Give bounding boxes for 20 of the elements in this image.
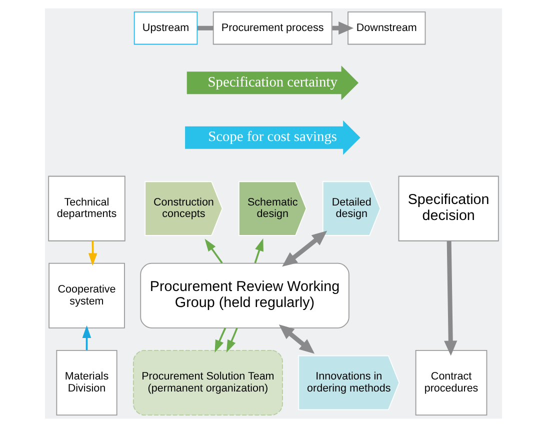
node-box: Contract procedures [414,350,487,416]
node-box: Upstream [133,11,198,45]
arrow [226,328,238,353]
node-box: Downstream [347,11,426,45]
node-box: Materials Division [56,350,117,416]
node-box: Procurement Review Working Group (held regularly) [140,262,349,328]
arrow [214,328,226,353]
node-box: Procurement Solution Team (permanent organization) [132,350,282,416]
connector [196,26,213,30]
node-box: Technical departments [48,176,125,242]
arrow [254,238,263,264]
arrow [278,324,314,354]
arrow [82,325,91,350]
node-box: Specification decision [398,176,498,242]
node-box: Procurement process [212,11,332,45]
arrow [204,238,222,264]
arrow [88,240,97,266]
arrow [444,241,457,356]
arrow [282,230,327,267]
node-box: Cooperative system [48,262,124,328]
